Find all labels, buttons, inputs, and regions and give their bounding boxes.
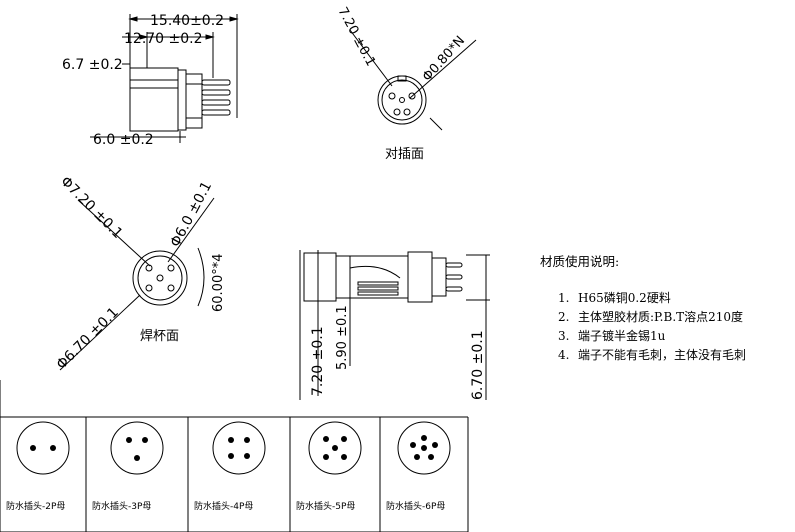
variant-connector-outline [110, 421, 164, 475]
variant-label: 防水插头-5P母 [296, 500, 355, 512]
solder-inner-diameter-dim: Φ6.0 ±0.1 [167, 179, 215, 250]
variant-label: 防水插头-6P母 [386, 500, 445, 512]
variant-pin [323, 454, 329, 460]
variant-connector-outline [212, 421, 266, 475]
solder-flange-diameter-dim: Φ6.70 ±0.1 [54, 304, 122, 372]
variant-connector-outline [397, 421, 451, 475]
side-height-a-dim: 7.20 ±0.1 [310, 326, 326, 396]
side-view-top [90, 14, 239, 143]
note-number: 4. [558, 348, 570, 362]
variant-label: 防水插头-2P母 [6, 500, 65, 512]
note-number: 1. [558, 291, 570, 305]
variant-pin [228, 453, 234, 459]
variant-table [0, 380, 469, 532]
note-text: 端子镀半金锡1u [578, 329, 666, 343]
side-height-b-dim: 5.90 ±0.1 [335, 305, 350, 370]
note-text: H65磷铜0.2硬料 [578, 291, 671, 305]
variant-label: 防水插头-4P母 [194, 500, 253, 512]
front-diameter-dim: 6.0 ±0.2 [93, 132, 154, 148]
note-item: 3. 端子镀半金锡1u [540, 327, 790, 346]
notes-title: 材质使用说明: [540, 254, 620, 269]
note-item: 1. H65磷铜0.2硬料 [540, 289, 790, 308]
variant-pin [421, 435, 427, 441]
variant-pin [50, 445, 56, 451]
variant-pin [421, 445, 427, 451]
note-number: 3. [558, 329, 570, 343]
variant-pin [410, 442, 416, 448]
body-height-dim: 6.7 ±0.2 [62, 57, 123, 73]
pin-angle-dim: 60.00°*4 [211, 254, 226, 313]
overall-length-dim: 15.40±0.2 [150, 13, 224, 29]
note-text: 端子不能有毛刺，主体没有毛刺 [578, 348, 747, 362]
note-item: 4. 端子不能有毛刺，主体没有毛刺 [540, 346, 790, 365]
solder-face-caption: 焊杯面 [140, 328, 179, 344]
variant-pin [432, 442, 438, 448]
note-item: 2. 主体塑胶材质:P.B.T溶点210度 [540, 308, 790, 327]
variant-pin [30, 445, 36, 451]
variant-pin [244, 453, 250, 459]
variant-pin [142, 437, 148, 443]
variant-pin [126, 437, 132, 443]
side-height-c-dim: 6.70 ±0.1 [470, 330, 486, 400]
mating-face-view [349, 29, 477, 131]
variant-pin [323, 436, 329, 442]
variant-pin [341, 436, 347, 442]
variant-pin [428, 454, 434, 460]
material-notes: 材质使用说明: 1. H65磷铜0.2硬料 2. 主体塑胶材质:P.B.T溶点2… [540, 252, 790, 365]
solder-outer-diameter-dim: Φ7.20 ±0.1 [57, 174, 125, 242]
variant-label: 防水插头-3P母 [92, 500, 151, 512]
variant-connector-outline [16, 421, 70, 475]
variant-cells: 防水插头-2P母 防水插头-3P母 防水插头-4P母 防水插头-5P母 防水插头-6P母 [6, 421, 451, 512]
variant-connector-outline [308, 421, 362, 475]
variant-pin [228, 437, 234, 443]
solder-face-view [59, 197, 215, 371]
side-section-view [299, 250, 490, 400]
note-number: 2. [558, 310, 570, 324]
mating-face-caption: 对插面 [385, 147, 424, 162]
variant-pin [332, 445, 338, 451]
note-text: 主体塑胶材质:P.B.T溶点210度 [578, 310, 744, 324]
variant-pin [244, 437, 250, 443]
variant-pin [341, 454, 347, 460]
variant-pin [134, 455, 140, 461]
pin-diameter-dim: Φ0.80*N [420, 33, 468, 84]
mating-diameter-dim: 7.20 ±0.1 [334, 5, 378, 69]
pin-span-dim: 12.70 ±0.2 [124, 31, 203, 47]
variant-pin [414, 454, 420, 460]
